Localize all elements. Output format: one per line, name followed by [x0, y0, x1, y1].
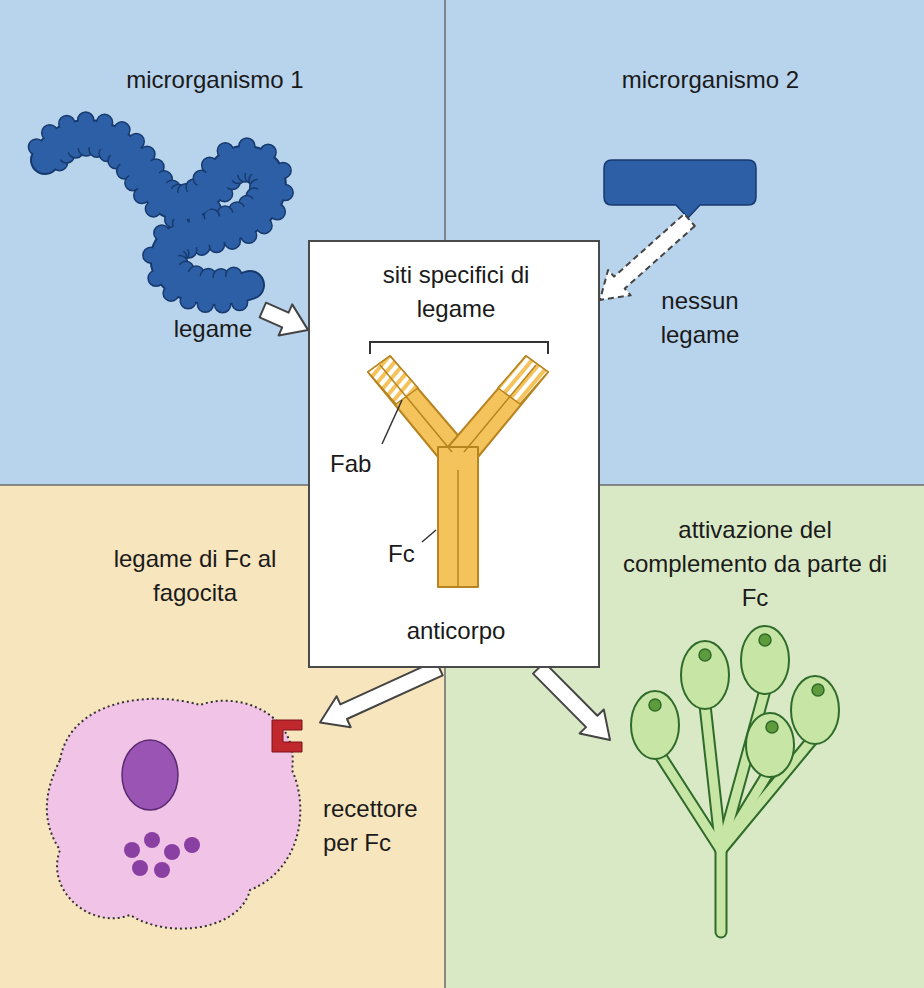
antibody-box: siti specifici di legameFabFc anticorpo — [308, 240, 600, 668]
phagocyte-figure — [47, 699, 302, 929]
phagocyte-node: legame di Fc al fagocitarecettore per Fc — [40, 690, 320, 940]
complement-figure — [631, 626, 839, 932]
node-text: microrganismo 2 — [603, 63, 818, 97]
node-text: anticorpo — [310, 614, 602, 648]
part-label: Fab — [330, 447, 380, 481]
edge-label: nessun legame — [645, 284, 755, 352]
chain-line — [380, 365, 536, 587]
variable-region — [368, 356, 548, 404]
leader-line — [382, 400, 436, 542]
granules — [124, 832, 200, 878]
nucleus — [122, 740, 178, 810]
microorganism-1-figure — [28, 112, 293, 313]
worm-bumps — [28, 112, 293, 313]
edge-label: legame — [168, 312, 258, 346]
part-label: Fc — [388, 537, 428, 571]
fc-receptor — [272, 720, 302, 752]
binding-site-bracket — [370, 342, 548, 354]
microorganism-2-figure — [604, 160, 756, 218]
node-text: siti specifici di legame — [350, 258, 562, 326]
worm-body — [45, 134, 272, 291]
hollow-arrow — [533, 662, 610, 740]
microorganism-node: microrganismo 2 — [595, 55, 820, 220]
microorganism-node: microrganismo 1 — [25, 55, 315, 310]
worm-outline — [45, 134, 272, 291]
node-text: legame di Fc al fagocita — [85, 542, 305, 610]
cell-membrane — [47, 699, 301, 929]
node-text: attivazione del complemento da parte di … — [610, 513, 900, 615]
hollow-arrow — [320, 661, 443, 728]
antibody-y — [368, 356, 548, 587]
node-text: recettore per Fc — [323, 792, 435, 860]
complement-node: attivazione del complemento da parte di … — [610, 505, 900, 940]
hollow-arrow — [260, 303, 308, 336]
node-text: microrganismo 1 — [115, 63, 315, 97]
